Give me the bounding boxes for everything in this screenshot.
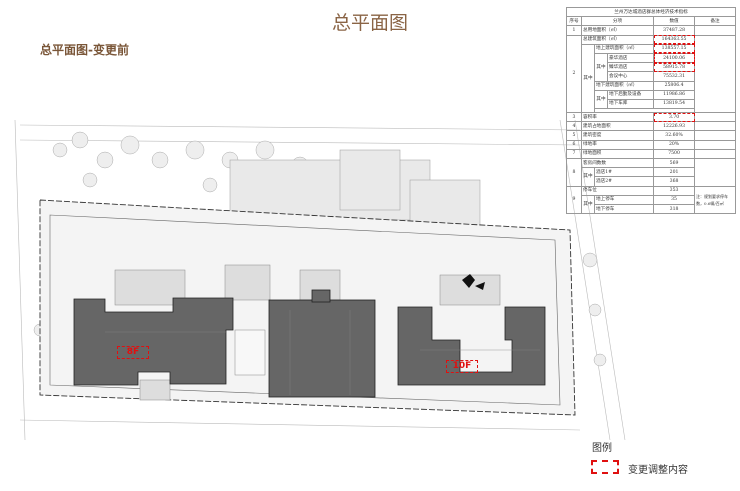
table-row: 其中酒店1#201 (567, 167, 740, 187)
table-row: 酒店2#368 (567, 176, 740, 187)
col-header: 数值 (653, 16, 696, 27)
legend-dashed-box-icon (591, 460, 619, 474)
floor-label-10f: 10F (446, 360, 478, 373)
table-title: 兰州万达城酒店群总体经济技术指标 (565, 6, 737, 18)
floor-label-8f: 8F (117, 346, 149, 359)
col-header: 备注 (694, 16, 737, 27)
legend-title: 图例 (592, 443, 612, 454)
section-subtitle: 总平面图-变更前 (40, 43, 129, 57)
col-header: 分项 (580, 16, 655, 27)
buildings (73, 289, 546, 398)
legend-label: 变更调整内容 (628, 465, 688, 476)
page-title: 总平面图 (331, 12, 408, 34)
col-header: 序号 (566, 16, 582, 27)
